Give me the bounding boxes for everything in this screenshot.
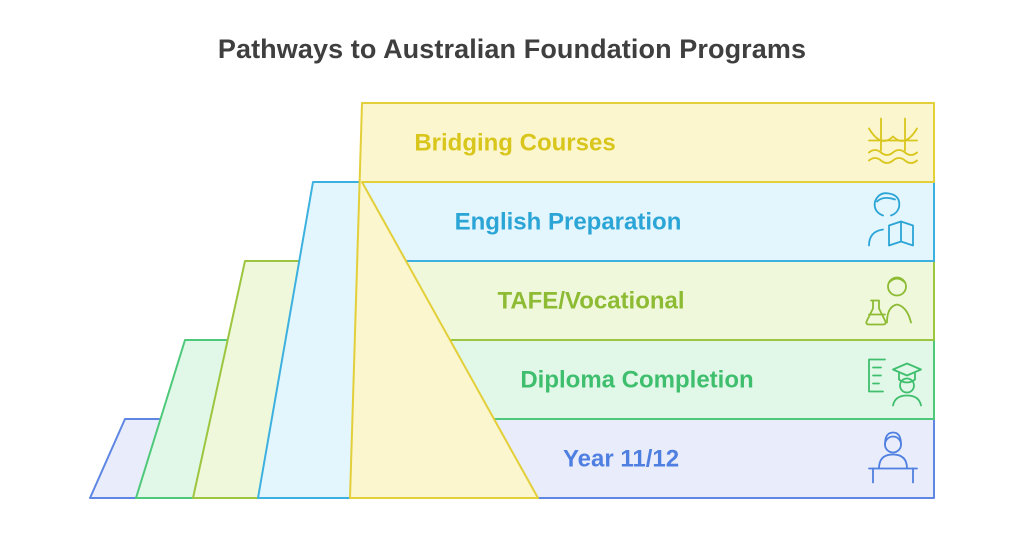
bridge-icon	[868, 117, 918, 164]
layer-shape-1-outline	[349, 102, 935, 499]
layer-shape-1	[349, 102, 935, 499]
layer-label-5: Year 11/12	[563, 446, 679, 473]
layer-label-2: English Preparation	[455, 209, 682, 236]
layer-label-1: Bridging Courses	[414, 130, 615, 157]
layer-label-4: Diploma Completion	[520, 367, 753, 394]
lab-technician-icon	[865, 276, 912, 326]
reading-student-icon	[868, 192, 914, 247]
student-desk-icon	[868, 431, 918, 484]
graduate-document-icon	[868, 358, 922, 407]
page-title: Pathways to Australian Foundation Progra…	[217, 34, 807, 64]
layer-label-3: TAFE/Vocational	[497, 288, 684, 315]
